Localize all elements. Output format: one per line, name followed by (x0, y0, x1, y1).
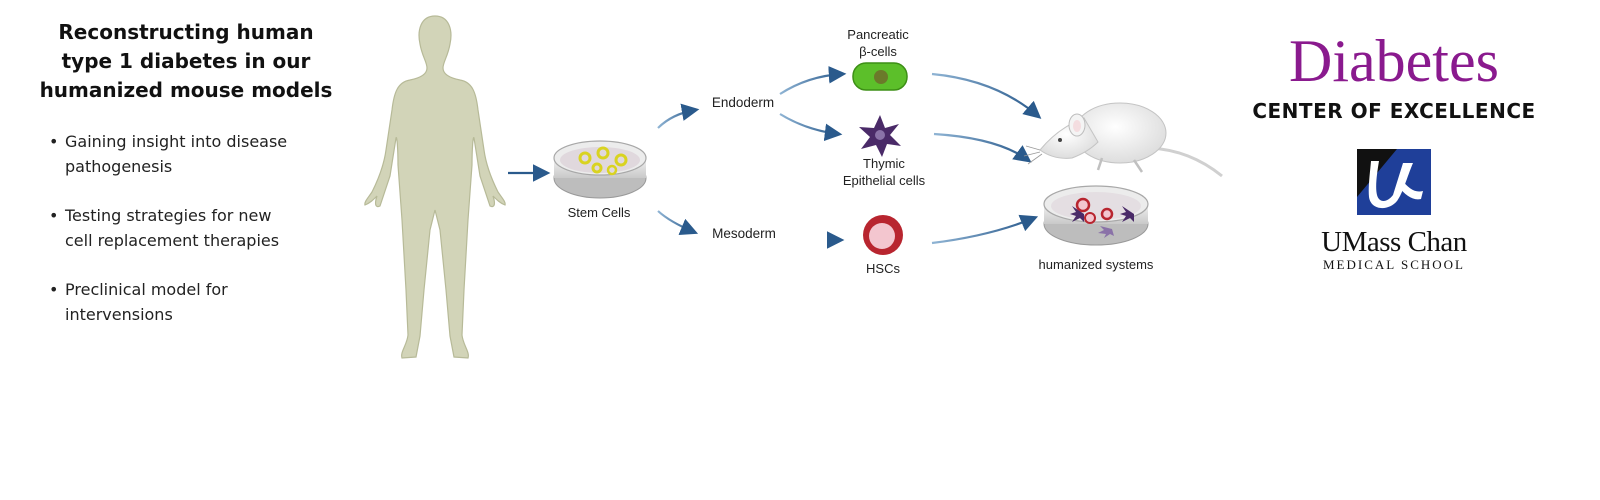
arrow-to-endoderm (657, 103, 700, 129)
bullet-text-line: intervensions (65, 305, 173, 324)
bullet-text-line: Gaining insight into disease (65, 132, 288, 151)
endoderm-label: Endoderm (712, 95, 774, 110)
arrow-thymic-to-mouse (933, 132, 1032, 163)
brand-name: Diabetes (1289, 28, 1499, 94)
umass-name: UMass Chan (1321, 226, 1467, 258)
info-panel: Reconstructing human type 1 diabetes in … (30, 18, 342, 351)
hscs-label: HSCs (866, 261, 900, 276)
thymic-label-line2: Epithelial cells (843, 173, 926, 188)
mouse-icon (1023, 102, 1223, 178)
bullet-text-line: cell replacement therapies (65, 231, 280, 250)
bullet-text-line: pathogenesis (65, 157, 173, 176)
humanized-dish-icon (1043, 185, 1149, 246)
human-silhouette-icon (364, 15, 506, 359)
arrow-to-thymic (779, 113, 843, 142)
umass-school: MEDICAL SCHOOL (1323, 257, 1465, 272)
title-line: type 1 diabetes in our (61, 49, 311, 73)
bullet-list: Gaining insight into disease pathogenesi… (30, 129, 342, 327)
umass-logo-icon (1357, 149, 1431, 215)
humanized-systems-label: humanized systems (1039, 257, 1154, 272)
arrow-hsc-to-dish (931, 214, 1039, 245)
panel-title: Reconstructing human type 1 diabetes in … (30, 18, 342, 105)
brand-block: Diabetes CENTER OF EXCELLENCE UMass Chan… (1228, 24, 1560, 272)
arrow-pancreatic-to-mouse (931, 72, 1042, 119)
differentiation-diagram: Stem Cells Endoderm Mesoderm Pancreatic … (364, 15, 1223, 359)
bullet-item: Testing strategies for new cell replacem… (49, 203, 337, 253)
bullet-item: Preclinical model for intervensions (49, 277, 337, 327)
arrow-to-pancreatic (779, 65, 847, 95)
title-line: Reconstructing human (58, 20, 314, 44)
bullet-text-line: Testing strategies for new (65, 206, 272, 225)
pancreatic-label-line1: Pancreatic (847, 27, 909, 42)
hsc-cell-icon (863, 215, 903, 255)
mesoderm-label: Mesoderm (712, 226, 776, 241)
bullet-item: Gaining insight into disease pathogenesi… (49, 129, 337, 179)
pancreatic-label-line2: β-cells (859, 44, 897, 59)
beta-cell-icon (852, 62, 908, 91)
bullet-text-line: Preclinical model for (65, 280, 228, 299)
arrow-to-mesoderm (657, 210, 699, 236)
title-line: humanized mouse models (39, 78, 333, 102)
thymic-label-line1: Thymic (863, 156, 905, 171)
stem-cell-dish-icon (553, 140, 647, 199)
brand-subtitle: CENTER OF EXCELLENCE (1252, 99, 1536, 123)
stem-cells-label: Stem Cells (568, 205, 631, 220)
thymic-cell-icon (859, 115, 901, 157)
